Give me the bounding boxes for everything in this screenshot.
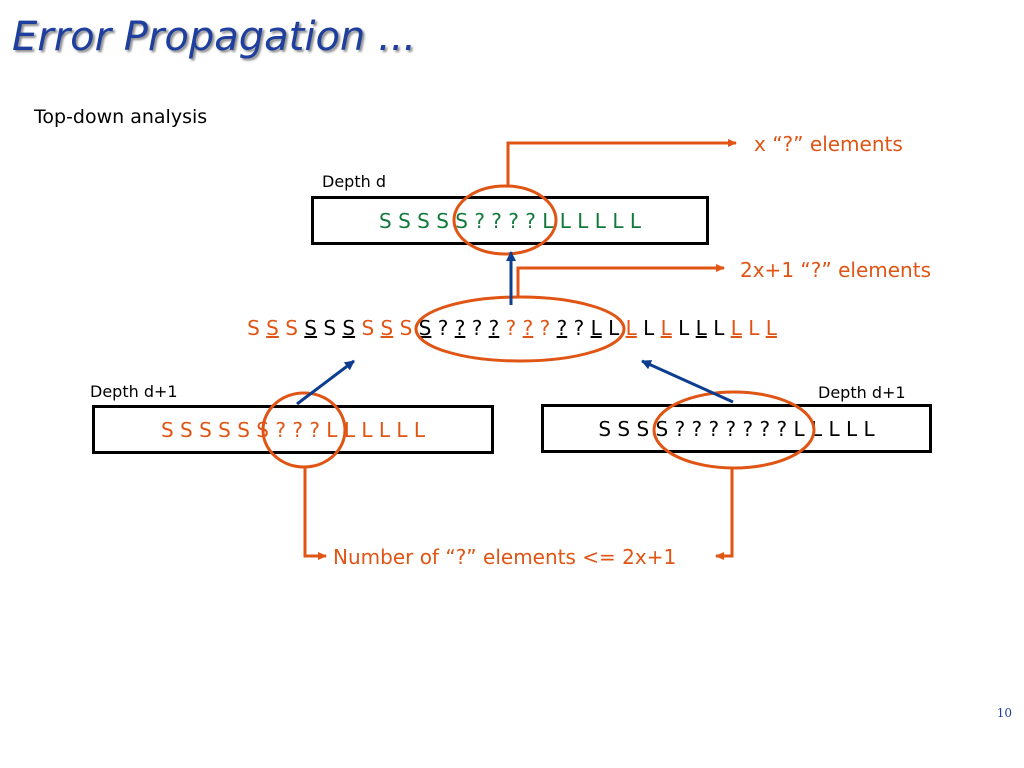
sequence-token: ? bbox=[776, 416, 788, 441]
sequence-token: S bbox=[455, 208, 468, 233]
sequence-token: S bbox=[598, 416, 612, 441]
sequence-token: L bbox=[643, 316, 655, 340]
sequence-token: L bbox=[810, 416, 823, 441]
depth-top-label: Depth d bbox=[322, 172, 386, 191]
sequence-token: ? bbox=[454, 316, 466, 340]
sequence-token: ? bbox=[471, 316, 483, 340]
sequence-token: ? bbox=[505, 316, 517, 340]
annotation-top: x “?” elements bbox=[754, 132, 903, 156]
sequence-token: L bbox=[559, 208, 571, 233]
sequence-token: L bbox=[413, 417, 426, 442]
sequence-token: ? bbox=[725, 416, 737, 441]
sequence-token: L bbox=[863, 416, 875, 441]
sequence-token: ? bbox=[309, 417, 320, 442]
connector-bottom-left bbox=[303, 467, 327, 560]
connector-bottom-right bbox=[715, 468, 734, 560]
annotation-bottom: Number of “?” elements <= 2x+1 bbox=[333, 545, 677, 569]
sequence-token: L bbox=[748, 316, 760, 340]
page-number: 10 bbox=[996, 706, 1012, 720]
sequence-token: ? bbox=[491, 208, 502, 233]
slide-title: Error Propagation ... bbox=[12, 14, 417, 60]
sequence-token: S bbox=[218, 417, 231, 442]
sequence-token: L bbox=[730, 316, 742, 340]
sequence-token: ? bbox=[292, 417, 303, 442]
arrow-right-up bbox=[641, 359, 734, 404]
sequence-token: S bbox=[237, 417, 250, 442]
sequence-token: L bbox=[625, 316, 637, 340]
sequence-token: S bbox=[160, 417, 174, 442]
connector-top bbox=[506, 139, 737, 186]
depth-left-label: Depth d+1 bbox=[90, 382, 178, 401]
sequence-token: S bbox=[361, 316, 375, 340]
sequence-token: S bbox=[323, 316, 337, 340]
sequence-token: S bbox=[636, 416, 650, 441]
sequence-token: L bbox=[361, 417, 373, 442]
sequence-token: L bbox=[343, 417, 355, 442]
left-sequence-box: S S S S S S ? ? ? L L L L L L bbox=[92, 405, 494, 454]
sequence-token: L bbox=[765, 316, 777, 340]
sequence-token: L bbox=[828, 416, 840, 441]
sequence-token: L bbox=[396, 417, 408, 442]
depth-right-label: Depth d+1 bbox=[818, 383, 906, 402]
sequence-token: S bbox=[180, 417, 193, 442]
sequence-token: ? bbox=[539, 316, 551, 340]
sequence-token: ? bbox=[674, 416, 686, 441]
sequence-token: S bbox=[342, 316, 356, 340]
sequence-token: S bbox=[418, 316, 432, 340]
sequence-token: L bbox=[713, 316, 725, 340]
sequence-token: S bbox=[304, 316, 317, 340]
sequence-token: S bbox=[399, 316, 413, 340]
slide-subtitle: Top-down analysis bbox=[34, 106, 208, 128]
sequence-token: ? bbox=[759, 416, 771, 441]
annotation-middle: 2x+1 “?” elements bbox=[740, 258, 931, 282]
sequence-token: L bbox=[608, 316, 620, 340]
sequence-token: S bbox=[398, 208, 411, 233]
sequence-token: L bbox=[629, 208, 641, 233]
left-sequence: S S S S S S ? ? ? L L L L L L bbox=[161, 418, 425, 442]
sequence-token: L bbox=[678, 316, 690, 340]
top-sequence-box: S S S S S ? ? ? ? L L L L L L bbox=[311, 196, 709, 245]
sequence-token: L bbox=[326, 417, 338, 442]
arrow-left-up bbox=[296, 359, 355, 406]
sequence-token: L bbox=[594, 208, 606, 233]
sequence-token: L bbox=[846, 416, 858, 441]
sequence-token: ? bbox=[525, 208, 536, 233]
sequence-token: ? bbox=[556, 316, 568, 340]
sequence-token: ? bbox=[708, 416, 720, 441]
sequence-token: S bbox=[617, 416, 631, 441]
sequence-token: L bbox=[660, 316, 672, 340]
middle-sequence: S S S S S S S S S S ? ? ? ? ? ? ? ? ? L … bbox=[247, 316, 777, 340]
right-sequence-box: S S S S ? ? ? ? ? ? ? L L L L L bbox=[541, 404, 932, 453]
sequence-token: ? bbox=[474, 208, 485, 233]
sequence-token: S bbox=[379, 208, 392, 233]
sequence-token: S bbox=[655, 416, 669, 441]
sequence-token: S bbox=[436, 208, 449, 233]
sequence-token: S bbox=[380, 316, 394, 340]
sequence-token: ? bbox=[742, 416, 754, 441]
middle-sequence-row: S S S S S S S S S S ? ? ? ? ? ? ? ? ? L … bbox=[0, 316, 1024, 340]
sequence-token: L bbox=[590, 316, 602, 340]
sequence-token: S bbox=[199, 417, 212, 442]
sequence-token: L bbox=[378, 417, 390, 442]
sequence-token: L bbox=[612, 208, 624, 233]
sequence-token: ? bbox=[488, 316, 500, 340]
sequence-token: ? bbox=[522, 316, 534, 340]
right-sequence: S S S S ? ? ? ? ? ? ? L L L L L bbox=[598, 417, 874, 441]
sequence-token: L bbox=[695, 316, 707, 340]
connector-middle bbox=[516, 264, 725, 298]
sequence-token: S bbox=[417, 208, 430, 233]
sequence-token: S bbox=[247, 316, 260, 340]
sequence-token: ? bbox=[573, 316, 585, 340]
sequence-token: ? bbox=[437, 316, 449, 340]
sequence-token: ? bbox=[691, 416, 703, 441]
sequence-token: L bbox=[542, 208, 554, 233]
sequence-token: S bbox=[266, 316, 279, 340]
sequence-token: S bbox=[285, 316, 298, 340]
sequence-token: ? bbox=[508, 208, 519, 233]
sequence-token: S bbox=[256, 417, 269, 442]
sequence-token: L bbox=[793, 416, 805, 441]
top-sequence: S S S S S ? ? ? ? L L L L L L bbox=[379, 209, 641, 233]
sequence-token: ? bbox=[275, 417, 286, 442]
sequence-token: L bbox=[577, 208, 589, 233]
